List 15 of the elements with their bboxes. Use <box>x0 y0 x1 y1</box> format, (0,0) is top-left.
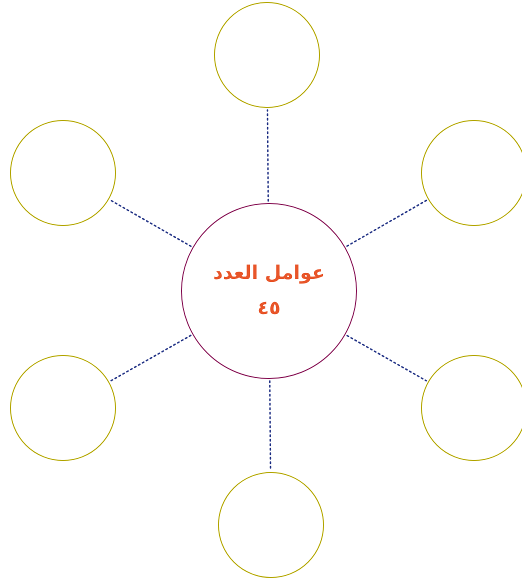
dotted-connector <box>269 380 272 471</box>
dotted-connector <box>266 109 269 202</box>
topic-text: عوامل العدد <box>213 262 325 285</box>
dotted-connector <box>346 334 427 382</box>
topic-circle <box>181 203 357 379</box>
dotted-connector <box>110 200 192 248</box>
empty-circle <box>214 2 320 108</box>
empty-circle <box>10 355 116 461</box>
empty-circle <box>218 472 324 578</box>
empty-circle <box>421 355 522 461</box>
dotted-connector <box>346 200 428 247</box>
dotted-connector <box>110 334 192 382</box>
topic-text: ٤٥ <box>257 297 281 320</box>
empty-circle <box>421 120 522 226</box>
empty-circle <box>10 120 116 226</box>
